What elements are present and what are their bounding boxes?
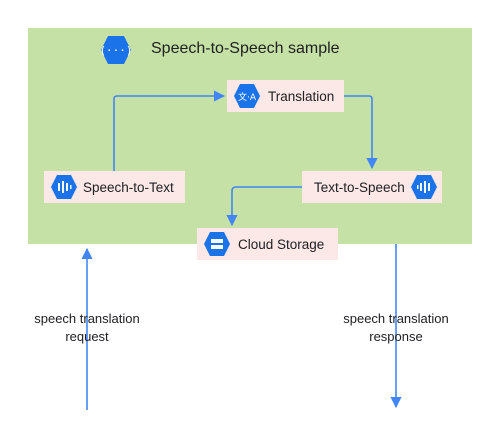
request-label-line-1: speech translation: [34, 311, 140, 326]
response-label-line-1: speech translation: [343, 311, 449, 326]
node-translation[interactable]: 文·A Translation: [227, 80, 344, 112]
request-label-line-2: request: [65, 329, 109, 344]
node-text-to-speech[interactable]: Text-to-Speech: [302, 171, 442, 203]
node-speech-to-text[interactable]: Speech-to-Text: [44, 171, 185, 203]
group-title: Speech-to-Speech sample: [151, 40, 340, 57]
text-to-speech-icon: [410, 175, 437, 199]
node-speech-to-text-label: Speech-to-Text: [83, 179, 174, 195]
svg-text:文·A: 文·A: [238, 91, 257, 103]
speech-to-speech-group: [28, 28, 472, 244]
cloud-storage-icon: [204, 232, 230, 256]
request-label: speech translation request: [17, 310, 157, 346]
node-translation-label: Translation: [268, 88, 335, 104]
node-cloud-storage-label: Cloud Storage: [238, 236, 325, 252]
node-cloud-storage[interactable]: Cloud Storage: [197, 228, 338, 260]
svg-text:(···): (···): [100, 44, 132, 57]
node-text-to-speech-label: Text-to-Speech: [314, 179, 405, 195]
speech-to-text-icon: [51, 175, 77, 199]
cloud-functions-icon: (···): [100, 36, 132, 64]
response-label-line-2: response: [369, 329, 423, 344]
response-label: speech translation response: [326, 310, 466, 346]
translate-icon: 文·A: [234, 84, 260, 108]
